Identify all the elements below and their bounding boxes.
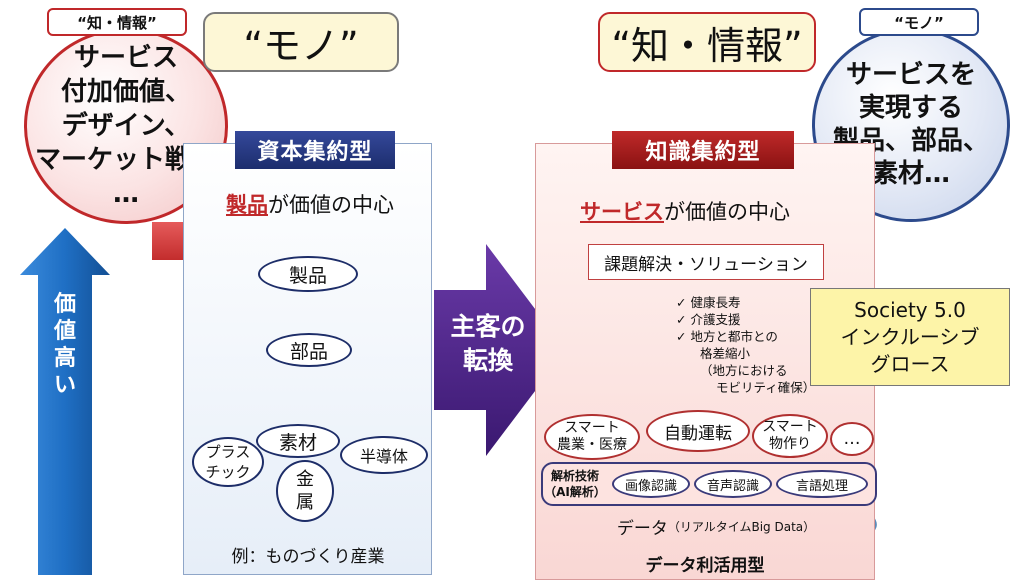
issue-item: ✓ 介護支援 <box>676 312 741 327</box>
left-circle-line: デザイン、 <box>61 111 191 141</box>
example-label: 例：ものづくり産業 <box>231 546 385 567</box>
left-value-center-keyword: 製品 <box>226 193 268 217</box>
data-main-text: データ <box>616 518 668 539</box>
right-value-center-rest: が価値の中心 <box>664 200 790 224</box>
left-circle-line: サービス <box>73 43 178 73</box>
right-circle-line: 実現する <box>858 93 963 123</box>
right-value-center-keyword: サービス <box>580 200 664 224</box>
left-circle-line: … <box>113 179 139 209</box>
plastic-line: プラス <box>205 443 251 461</box>
right-circle-line: サービスを <box>845 60 976 90</box>
speech-recognition-node: 音声認識 <box>694 470 772 498</box>
metal-line: 属 <box>296 492 314 513</box>
smart-mfg-line: 物作り <box>769 436 811 452</box>
issue-item: 格差縮小 <box>700 346 751 361</box>
left-tag: “知・情報” <box>47 8 187 36</box>
left-value-center-rest: が価値の中心 <box>268 193 394 217</box>
value-high-char: 価 <box>53 292 76 317</box>
smart-mfg-line: スマート <box>762 419 818 435</box>
issue-item: ✓ 地方と都市との <box>676 329 778 344</box>
smart-agri-node: スマート 農業・医療 <box>544 414 640 460</box>
value-high-label: 価 値 高 い <box>45 285 85 405</box>
ai-label-line: （AI解析） <box>544 485 606 499</box>
right-tag: “モノ” <box>859 8 979 36</box>
language-processing-node: 言語処理 <box>776 470 868 498</box>
paradigm-shift-arrow <box>434 244 566 456</box>
ai-label-line: 解析技術 <box>550 469 599 483</box>
left-circle-line: 付加価値、 <box>60 77 191 107</box>
image-recognition-node: 画像認識 <box>612 470 690 498</box>
material-node: 素材 <box>256 424 340 458</box>
knowledge-headline: “知・情報” <box>598 12 816 72</box>
society-line: グロース <box>870 351 950 376</box>
issue-item: ✓ 健康長寿 <box>676 295 741 310</box>
solution-box: 課題解決・ソリューション <box>588 244 824 280</box>
data-sub-text: （リアルタイムBig Data） <box>667 519 816 534</box>
smart-agri-line: 農業・医療 <box>557 437 627 453</box>
capital-intensive-title: 資本集約型 <box>235 131 395 169</box>
knowledge-intensive-title: 知識集約型 <box>612 131 794 169</box>
society-line: インクルーシブ <box>840 324 980 349</box>
ai-analysis-label: 解析技術 （AI解析） <box>544 464 606 504</box>
shift-line: 主客の <box>450 312 526 341</box>
plastic-line: チック <box>205 463 251 481</box>
value-high-char: い <box>53 373 76 398</box>
auto-drive-node: 自動運転 <box>646 410 750 452</box>
semiconductor-node: 半導体 <box>340 436 428 474</box>
paradigm-shift-label: 主客の 転換 <box>436 304 540 384</box>
metal-line: 金 <box>296 469 314 490</box>
society-callout: Society 5.0 インクルーシブ グロース <box>810 288 1010 386</box>
metal-node: 金 属 <box>276 460 334 522</box>
value-high-arrow <box>20 228 110 575</box>
product-node: 製品 <box>258 256 358 292</box>
social-issue-list: ✓ 健康長寿 ✓ 介護支援 ✓ 地方と都市との 格差縮小 （地方における モビリ… <box>676 294 826 396</box>
society-line: Society 5.0 <box>854 297 966 322</box>
shift-line: 転換 <box>462 346 513 375</box>
plastic-node: プラス チック <box>192 437 264 487</box>
right-value-center: サービスが価値の中心 <box>555 195 815 227</box>
parts-node: 部品 <box>266 333 352 367</box>
data-cloud-label: データ（リアルタイムBig Data） <box>566 512 866 540</box>
mono-headline: “モノ” <box>203 12 399 72</box>
value-high-char: 値 <box>53 319 76 344</box>
more-node: … <box>830 422 874 456</box>
issue-item: （地方における <box>700 363 788 378</box>
issue-item: モビリティ確保） <box>716 380 816 395</box>
data-utilization-label: データ利活用型 <box>645 555 765 576</box>
smart-agri-line: スマート <box>564 420 620 436</box>
left-value-center: 製品が価値の中心 <box>190 188 430 220</box>
right-circle-line: 素材… <box>871 159 950 189</box>
smart-mfg-node: スマート 物作り <box>752 414 828 458</box>
value-high-char: 高 <box>53 346 76 371</box>
